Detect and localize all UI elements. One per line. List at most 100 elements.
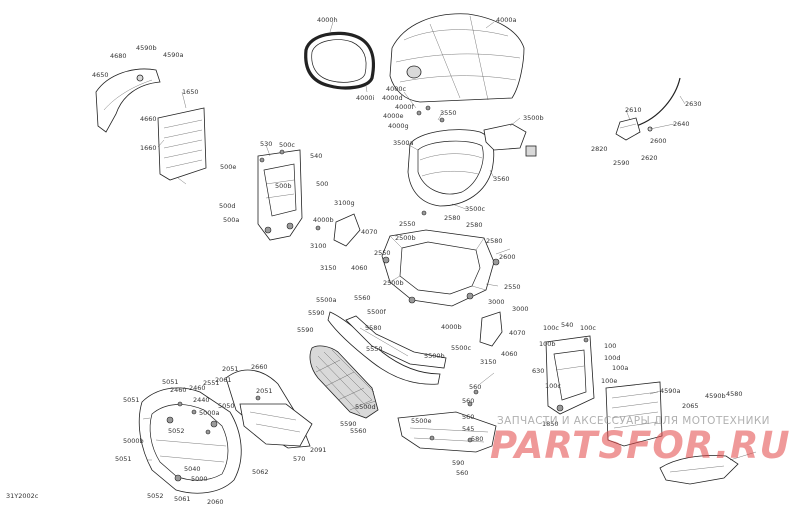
callout-label: 4000a (496, 16, 517, 24)
callout-label: 2590 (613, 159, 630, 167)
callout-label: 560 (456, 469, 469, 477)
callout-label: 5052 (147, 492, 164, 500)
callout-label: 580 (471, 435, 484, 443)
callout-label: 540 (561, 321, 574, 329)
right-dash-panel-part (545, 335, 595, 415)
callout-label: 5062 (252, 468, 269, 476)
hood-part (389, 13, 525, 103)
callout-label: 2440 (193, 396, 210, 404)
clip-part (525, 145, 537, 157)
callout-label: 2620 (641, 154, 658, 162)
callout-label: 2550 (374, 249, 391, 257)
callout-label: 100d (604, 354, 621, 362)
callout-label: 4000b (313, 216, 334, 224)
windshield-gasket-part (304, 31, 376, 90)
callout-label: 4000i (356, 94, 375, 102)
callout-label: 4070 (509, 329, 526, 337)
callout-label: 4660 (140, 115, 157, 123)
lower-side-panel-part (225, 369, 313, 449)
callout-label: 2550 (399, 220, 416, 228)
callout-label: 1850 (542, 420, 559, 428)
callout-label: 4070 (361, 228, 378, 236)
callout-label: 2065 (682, 402, 699, 410)
callout-label: 560 (469, 383, 482, 391)
callout-label: 2630 (685, 100, 702, 108)
callout-label: 500c (279, 141, 295, 149)
callout-label: 500b (275, 182, 292, 190)
callout-label: 3560 (493, 175, 510, 183)
callout-label: 5000b (123, 437, 144, 445)
callout-label: 3100g (334, 199, 355, 207)
right-mount-bracket-part (479, 311, 503, 347)
storage-bin-part (407, 129, 495, 207)
callout-label: 4000c (386, 85, 407, 93)
right-side-grille-part (605, 381, 663, 447)
callout-label: 560 (462, 397, 475, 405)
callout-label: 540 (310, 152, 323, 160)
callout-label: 1660 (140, 144, 157, 152)
callout-label: 630 (532, 367, 545, 375)
callout-label: 3550 (440, 109, 457, 117)
leader-lines (142, 21, 757, 461)
callout-label: 2060 (207, 498, 224, 506)
callout-label: 2610 (625, 106, 642, 114)
callout-label: 2660 (251, 363, 268, 371)
callout-label: 5590 (308, 309, 325, 317)
callout-label: 5051 (162, 378, 179, 386)
callout-label: 2051 (256, 387, 273, 395)
callout-label: 2500b (395, 234, 416, 242)
callout-label: 5500f (367, 308, 386, 316)
callout-label: 4580 (726, 390, 743, 398)
callout-label: 2580 (444, 214, 461, 222)
callout-label: 5061 (174, 495, 191, 503)
callout-label: 4000g (388, 122, 409, 130)
callout-label: 5052 (168, 427, 185, 435)
callout-label: 4590a (660, 387, 681, 395)
callout-label: 4000f (395, 103, 414, 111)
callout-label: 4680 (110, 52, 127, 60)
callout-label: 5580 (365, 324, 382, 332)
callout-label: 500d (219, 202, 236, 210)
callout-label: 4000e (383, 112, 404, 120)
callout-label: 4060 (351, 264, 368, 272)
callout-label: 5500d (355, 403, 376, 411)
callout-label: 570 (293, 455, 306, 463)
callout-label: 4590a (163, 51, 184, 59)
callout-label: 2051 (222, 365, 239, 373)
callout-label: 590 (452, 459, 465, 467)
callout-label: 3000 (512, 305, 529, 313)
bracket-part (483, 123, 527, 151)
callout-label: 2091 (310, 446, 327, 454)
headlight-bezel-part (327, 311, 447, 385)
watermark-text: ЗАПЧАСТИ И АКСЕССУАРЫ ДЛЯ МОТОТЕХНИКИ (497, 415, 770, 427)
callout-label: 5500c (451, 344, 472, 352)
callout-label: 1650 (182, 88, 199, 96)
diagram-reference: 31Y2002c (6, 492, 39, 500)
callout-label: 2460 (189, 384, 206, 392)
callout-label: 2580 (466, 221, 483, 229)
callout-label: 3150 (480, 358, 497, 366)
callout-label: 100c (545, 382, 561, 390)
callout-label: 2640 (673, 120, 690, 128)
callout-label: 545 (462, 425, 475, 433)
callout-label: 5000 (191, 475, 208, 483)
callout-label: 5500e (411, 417, 432, 425)
callout-label: 100c (543, 324, 559, 332)
callout-label: 2820 (591, 145, 608, 153)
right-mirror-mount-part (659, 455, 739, 485)
callout-label: 5500a (316, 296, 337, 304)
callout-label: 5550 (366, 345, 383, 353)
callout-label: 530 (260, 140, 273, 148)
left-mirror-mount-part (95, 68, 161, 133)
front-nose-fascia-part (138, 387, 242, 494)
callout-label: 4650 (92, 71, 109, 79)
callout-label: 5500b (424, 352, 445, 360)
callout-label: 3150 (320, 264, 337, 272)
callout-label: 5050 (218, 402, 235, 410)
callout-label: 2500b (383, 279, 404, 287)
callout-label: 100c (580, 324, 596, 332)
front-frame-part (381, 229, 500, 307)
callout-label: 2600 (650, 137, 667, 145)
callout-label: 2551 (203, 379, 220, 387)
callout-label: 5560 (350, 427, 367, 435)
